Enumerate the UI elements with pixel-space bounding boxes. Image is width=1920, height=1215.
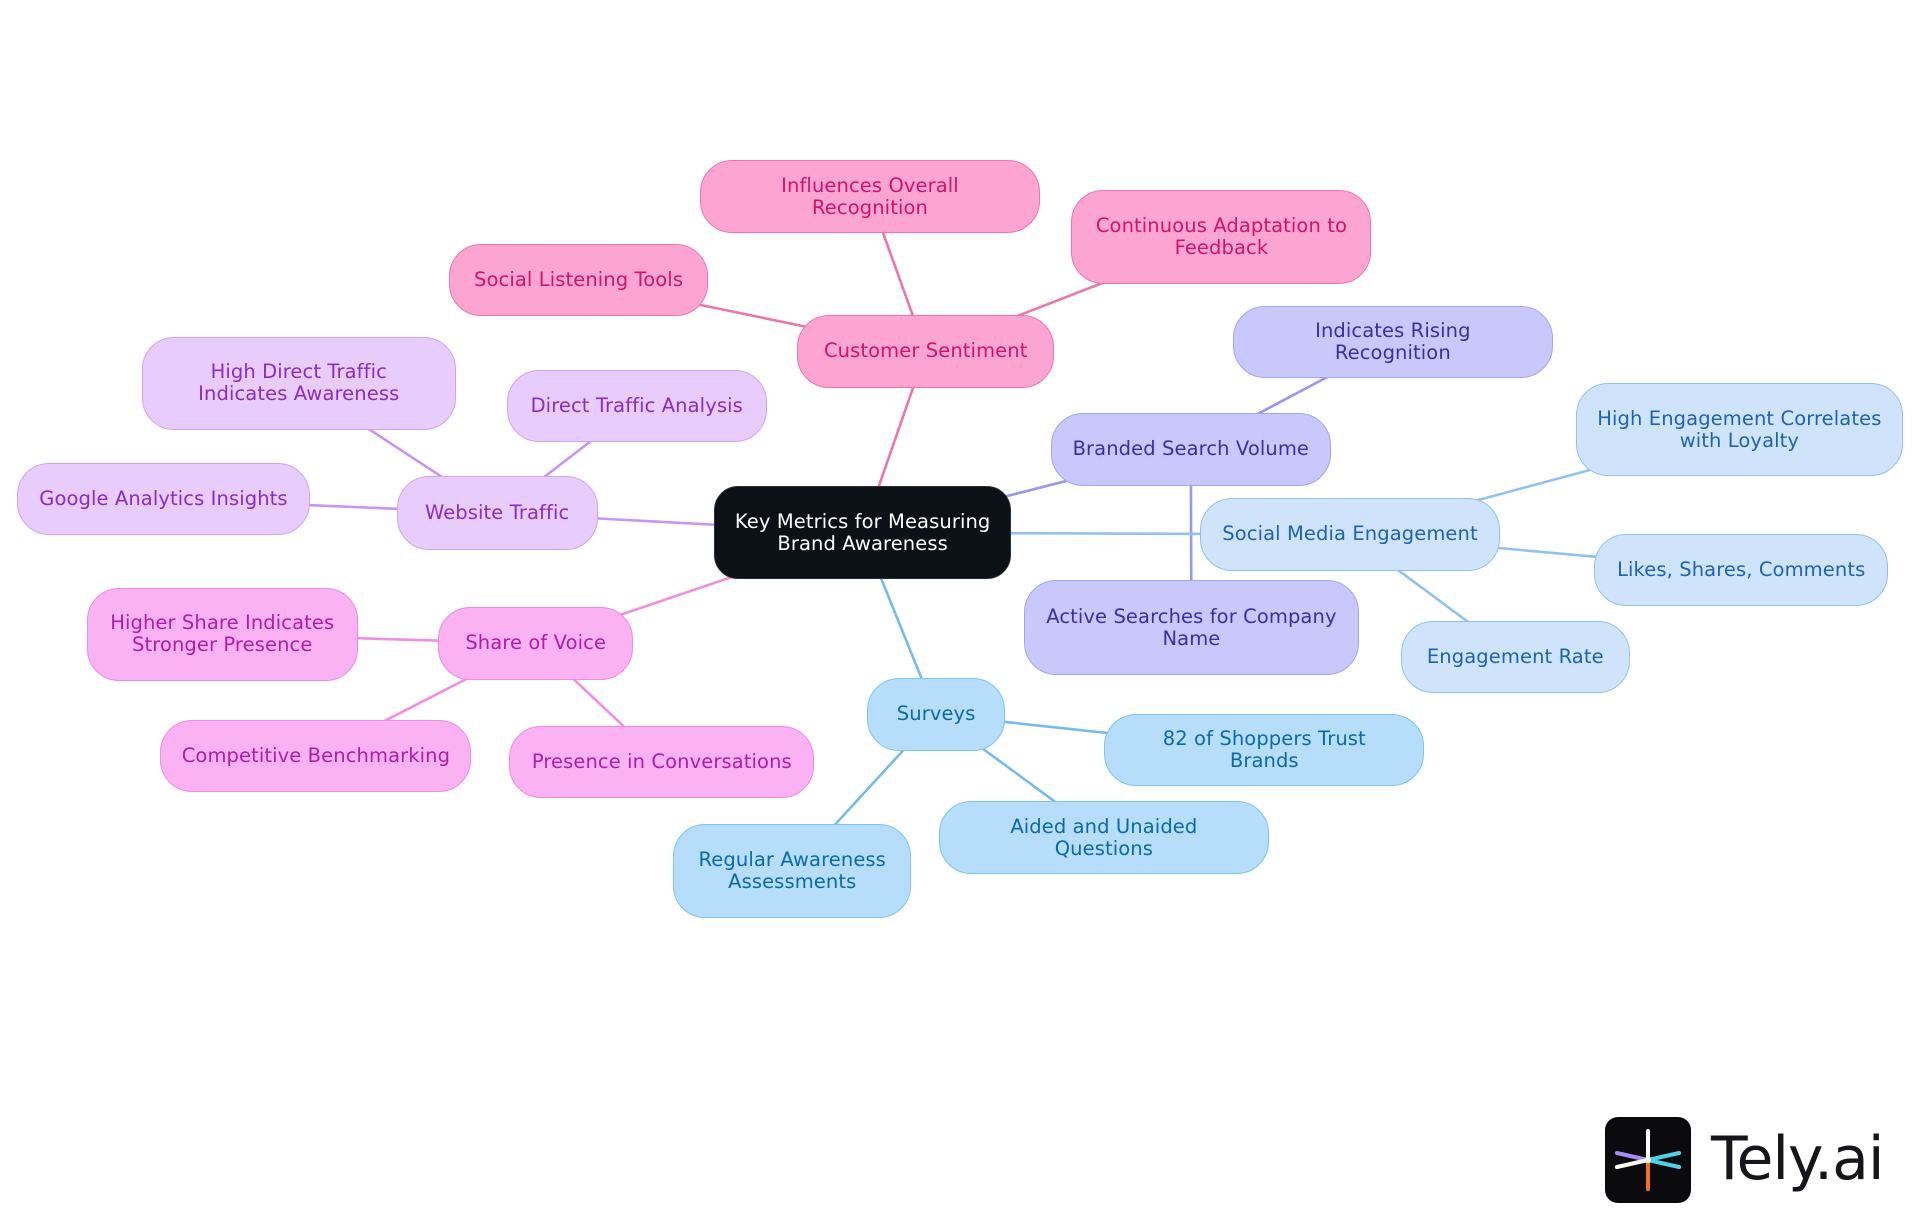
branch-label: Social Media Engagement	[1222, 522, 1478, 546]
leaf-label: Aided and Unaided Questions	[1010, 814, 1198, 860]
leaf-node-presence-in-conversations: Presence in Conversations	[509, 726, 815, 799]
leaf-label: 82 of Shoppers Trust Brands	[1162, 726, 1366, 772]
leaf-node-active-searches: Active Searches for Company Name	[1023, 580, 1360, 675]
leaf-label: Social Listening Tools	[474, 267, 684, 291]
branch-label: Website Traffic	[424, 501, 570, 525]
branch-label: Branded Search Volume	[1072, 437, 1310, 461]
leaf-label: Google Analytics Insights	[39, 486, 288, 510]
leaf-label: Presence in Conversations	[531, 750, 792, 774]
leaf-label: Active Searches for Company Name	[1046, 604, 1337, 650]
leaf-node-google-analytics-insights: Google Analytics Insights	[17, 462, 310, 536]
leaf-label: Indicates Rising Recognition	[1315, 319, 1471, 365]
brand-logo: Tely.ai	[1605, 1117, 1905, 1203]
leaf-node-direct-traffic-analysis: Direct Traffic Analysis	[506, 369, 767, 443]
leaf-label: Higher Share Indicates Stronger Presence	[110, 611, 335, 657]
branch-label: Surveys	[896, 702, 976, 726]
leaf-label: Engagement Rate	[1426, 644, 1604, 668]
leaf-node-indicates-rising-recognition: Indicates Rising Recognition	[1233, 306, 1553, 379]
leaf-node-engagement-rate: Engagement Rate	[1400, 620, 1630, 694]
leaf-node-regular-awareness-assessments: Regular Awareness Assessments	[673, 824, 912, 919]
branch-node-share-of-voice: Share of Voice	[438, 607, 634, 680]
leaf-node-competitive-benchmarking: Competitive Benchmarking	[160, 720, 472, 793]
leaf-label: Influences Overall Recognition	[781, 173, 959, 219]
leaf-node-likes-shares-comments: Likes, Shares, Comments	[1594, 533, 1889, 607]
leaf-node-continuous-adaptation: Continuous Adaptation to Feedback	[1071, 189, 1372, 285]
leaf-label: Regular Awareness Assessments	[698, 848, 886, 894]
leaf-node-high-engagement-loyalty: High Engagement Correlates with Loyalty	[1575, 383, 1903, 477]
leaf-node-aided-unaided-questions: Aided and Unaided Questions	[939, 800, 1269, 875]
branch-label: Customer Sentiment	[823, 339, 1028, 363]
leaf-label: Continuous Adaptation to Feedback	[1095, 213, 1347, 259]
tely-logo-icon	[1605, 1117, 1691, 1203]
leaf-label: High Direct Traffic Indicates Awareness	[198, 360, 400, 406]
leaf-node-higher-share-stronger-presence: Higher Share Indicates Stronger Presence	[86, 587, 358, 681]
branch-label: Share of Voice	[465, 631, 607, 655]
branch-node-surveys: Surveys	[866, 678, 1006, 751]
central-topic-node: Key Metrics for Measuring Brand Awarenes…	[713, 486, 1012, 580]
leaf-label: Direct Traffic Analysis	[530, 393, 743, 417]
leaf-label: Competitive Benchmarking	[181, 744, 451, 768]
branch-node-customer-sentiment: Customer Sentiment	[797, 314, 1055, 389]
logo-mark-glyph	[1615, 1129, 1681, 1191]
branch-node-social-media-engagement: Social Media Engagement	[1200, 498, 1500, 571]
leaf-label: Likes, Shares, Comments	[1617, 557, 1866, 581]
branch-node-website-traffic: Website Traffic	[396, 476, 598, 550]
central-topic-label: Key Metrics for Measuring Brand Awarenes…	[734, 509, 991, 555]
brand-wordmark: Tely.ai	[1711, 1124, 1885, 1194]
leaf-node-shoppers-trust-brands: 82 of Shoppers Trust Brands	[1104, 713, 1425, 787]
branch-node-branded-search-volume: Branded Search Volume	[1050, 412, 1332, 487]
leaf-node-high-direct-traffic: High Direct Traffic Indicates Awareness	[142, 336, 456, 430]
leaf-label: High Engagement Correlates with Loyalty	[1597, 406, 1882, 452]
leaf-node-social-listening-tools: Social Listening Tools	[449, 243, 708, 316]
leaf-node-influences-overall-recognition: Influences Overall Recognition	[700, 160, 1040, 233]
